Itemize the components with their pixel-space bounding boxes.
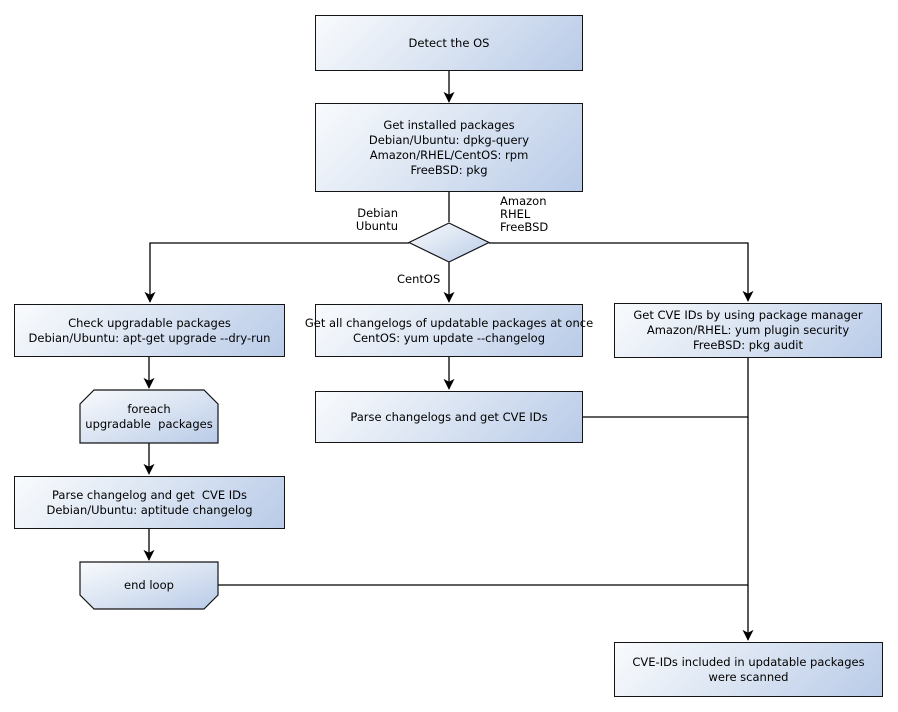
edge-label-text: FreeBSD [500, 220, 549, 234]
node-get-all-changelogs: Get all changelogs of updatable packages… [305, 304, 593, 357]
node-get-installed-packages-text: Get installed packages [383, 117, 515, 132]
edge-label-debian-ubuntu: Debian Ubuntu [338, 207, 398, 233]
edge-label-text: Ubuntu [355, 219, 398, 233]
edge-label-centos: CentOS [397, 273, 440, 286]
connector-decision-to-check-upgradable [144, 242, 409, 303]
node-parse-changelog-left: Parse changelog and get CVE IDs Debian/U… [14, 476, 285, 529]
node-detect-os-text: Detect the OS [408, 35, 490, 50]
node-scan-result-text: were scanned [708, 669, 789, 684]
node-check-upgradable-text: Check upgradable packages [68, 315, 231, 330]
node-get-all-changelogs-text: Get all changelogs of updatable packages… [304, 315, 594, 330]
node-scan-result-text: CVE-IDs included in updatable packages [632, 654, 865, 669]
node-get-cve-ids-pkg-manager-text: FreeBSD: pkg audit [692, 338, 804, 352]
node-parse-changelog-left-text: Parse changelog and get CVE IDs [52, 487, 247, 502]
os-decision-diamond [407, 222, 491, 263]
edge-label-text: RHEL [500, 207, 531, 221]
node-parse-changelogs-mid-text: Parse changelogs and get CVE IDs [350, 409, 548, 424]
foreach-loop-shape [79, 389, 219, 444]
node-check-upgradable: Check upgradable packages Debian/Ubuntu:… [14, 304, 285, 357]
node-parse-changelogs-mid: Parse changelogs and get CVE IDs [315, 391, 583, 443]
edge-label-text: Debian [357, 206, 398, 220]
node-get-installed-packages-text: Amazon/RHEL/CentOS: rpm [369, 147, 529, 162]
node-get-cve-ids-pkg-manager: Get CVE IDs by using package manager Ama… [614, 303, 882, 358]
edge-label-amazon-rhel-freebsd: Amazon RHEL FreeBSD [500, 195, 548, 234]
edge-label-text: Amazon [500, 194, 547, 208]
edge-label-text: CentOS [397, 272, 441, 286]
node-get-installed-packages: Get installed packages Debian/Ubuntu: dp… [315, 103, 583, 192]
node-get-all-changelogs-text: CentOS: yum update --changelog [352, 330, 546, 345]
node-detect-os: Detect the OS [315, 15, 583, 71]
end-loop-shape [79, 561, 219, 610]
node-check-upgradable-text: Debian/Ubuntu: apt-get upgrade --dry-run [28, 330, 271, 345]
node-get-installed-packages-text: FreeBSD: pkg [410, 162, 488, 177]
node-get-installed-packages-text: Debian/Ubuntu: dpkg-query [368, 132, 530, 147]
node-get-cve-ids-pkg-manager-text: Get CVE IDs by using package manager [633, 308, 863, 322]
connector-decision-to-get-cve-ids [489, 242, 754, 302]
node-scan-result: CVE-IDs included in updatable packages w… [614, 642, 883, 697]
node-parse-changelog-left-text: Debian/Ubuntu: aptitude changelog [46, 502, 253, 517]
node-get-cve-ids-pkg-manager-text: Amazon/RHEL: yum plugin security [646, 323, 850, 337]
